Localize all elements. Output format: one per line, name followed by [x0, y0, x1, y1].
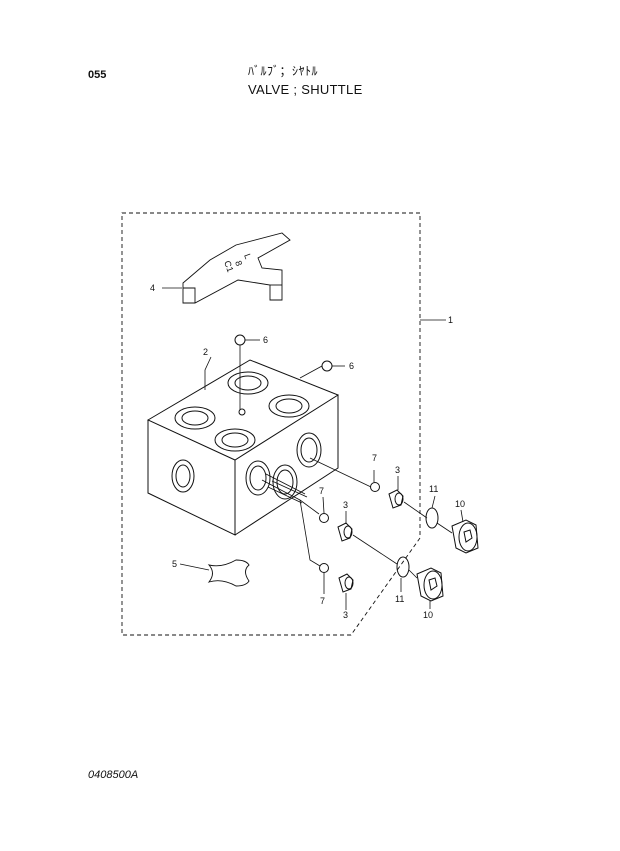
- callout-2: 2: [203, 347, 208, 357]
- title-english: VALVE ; SHUTTLE: [248, 82, 363, 97]
- ball-7-b: [319, 513, 329, 523]
- callout-5: 5: [172, 559, 177, 569]
- bracket-text-3: L: [242, 252, 253, 260]
- callout-1: 1: [448, 315, 453, 325]
- callout-11-b: 11: [395, 594, 404, 604]
- ball-6-right: [321, 360, 333, 372]
- hex-plug-a: [451, 519, 479, 554]
- callout-labels: 1 2 3 3 3 4 5 6 6 7 7 7 10 10 11 11: [150, 283, 465, 620]
- bracket-text-2: C1: [222, 259, 235, 273]
- callout-3-a: 3: [395, 465, 400, 475]
- page-number: 055: [88, 69, 107, 81]
- assembly-boundary: [121, 212, 421, 636]
- callout-10-b: 10: [423, 610, 433, 620]
- shuttle-rods: [261, 473, 308, 504]
- callout-7-a: 7: [372, 453, 377, 463]
- hex-plug-b: [416, 567, 444, 602]
- callout-11-a: 11: [429, 484, 438, 494]
- bracket-text-1: 8: [233, 259, 244, 267]
- callout-7-c: 7: [320, 596, 325, 606]
- ball-7-c: [319, 563, 329, 573]
- callout-4: 4: [150, 283, 155, 293]
- leader-lines: [162, 287, 464, 610]
- callout-6-top: 6: [263, 335, 268, 345]
- name-plate: [207, 559, 250, 587]
- plug-part-b: [337, 522, 353, 542]
- callout-6-right: 6: [349, 361, 354, 371]
- o-ring-a: [425, 507, 439, 529]
- ball-7-a: [370, 482, 380, 492]
- callout-3-c: 3: [343, 610, 348, 620]
- title-japanese: ﾊﾞﾙﾌﾞ；ｼﾔﾄﾙ: [248, 64, 319, 78]
- callout-10-a: 10: [455, 499, 465, 509]
- plug-part-c: [338, 573, 354, 593]
- o-ring-b: [396, 556, 410, 578]
- callout-3-b: 3: [343, 500, 348, 510]
- document-code: 0408500A: [88, 769, 139, 781]
- valve-body: [146, 359, 340, 536]
- plug-part-a: [388, 489, 404, 509]
- ball-6-top: [234, 334, 246, 346]
- bracket-part: 8 C1 L: [182, 232, 291, 304]
- callout-7-b: 7: [319, 486, 324, 496]
